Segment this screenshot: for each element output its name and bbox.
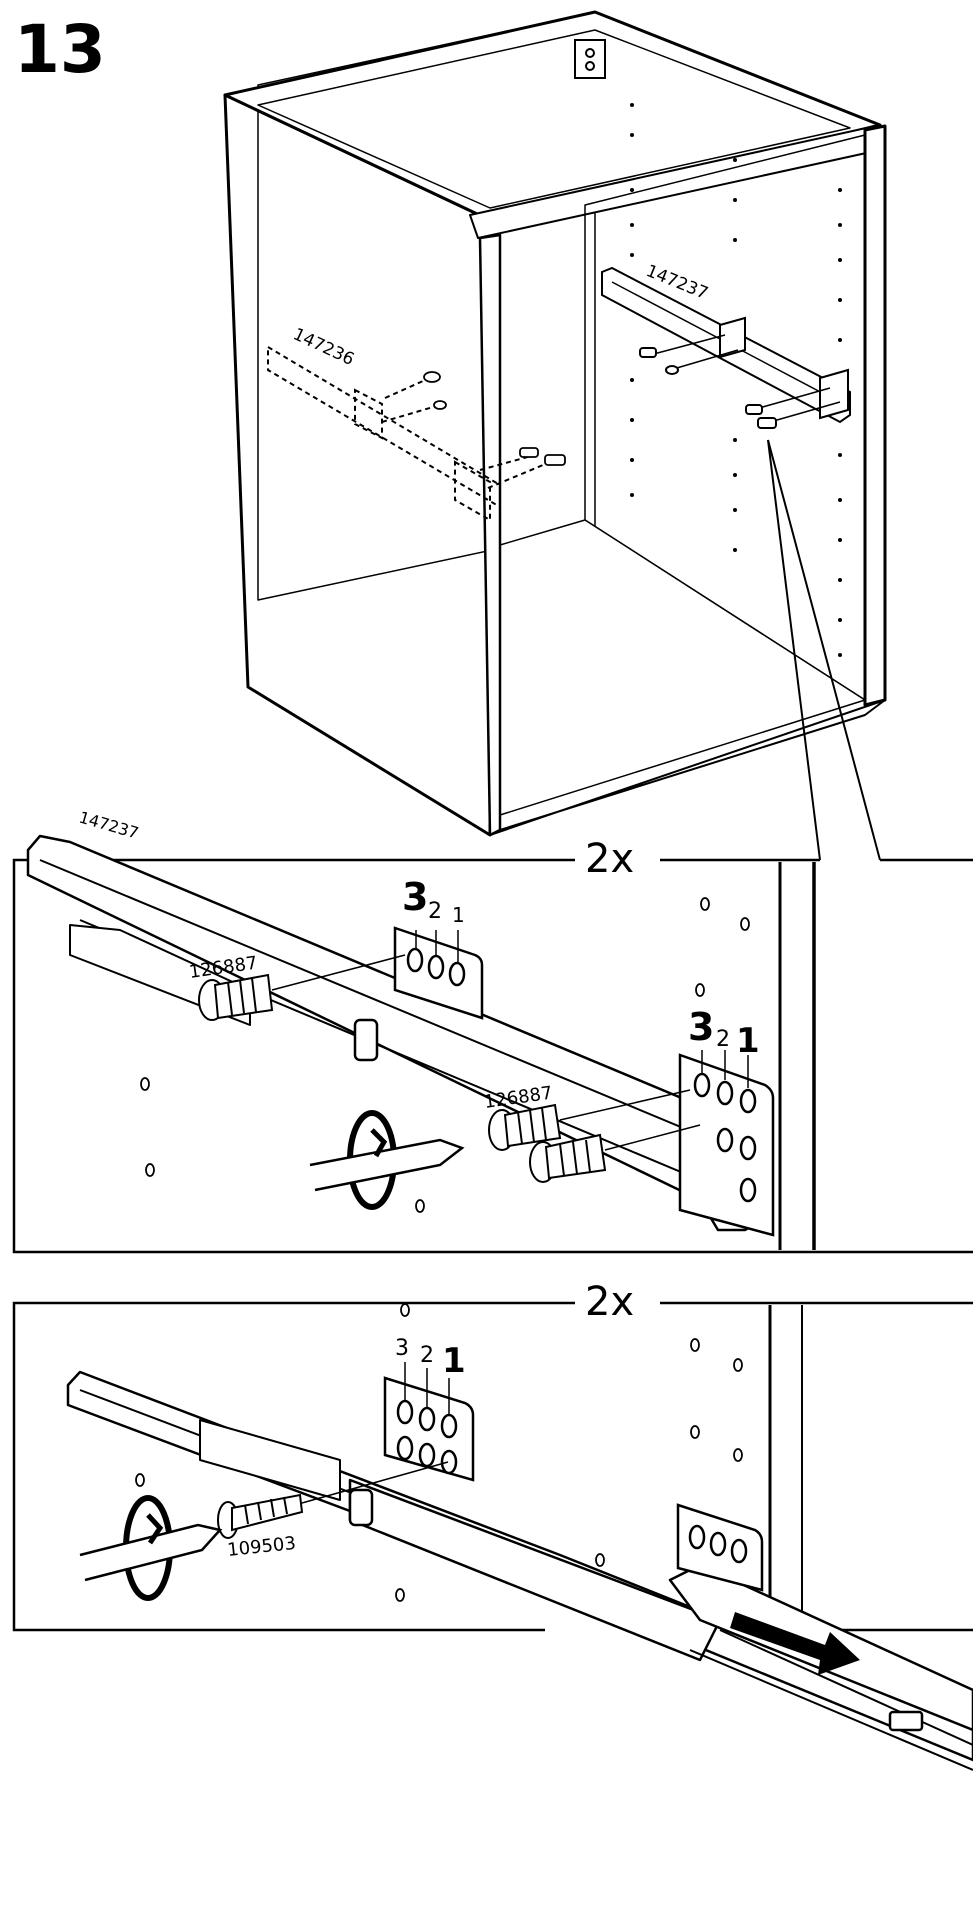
detail-1-wall [778,862,816,1250]
right-runner [601,266,851,429]
wood-screw [217,1461,449,1539]
detail-2-quantity: 2x [585,1279,634,1325]
detail-1-frame [12,858,973,1254]
detail-2-system-holes [135,1303,743,1602]
back-corner-bracket [574,39,606,79]
detail-2-screwdriver [79,1495,223,1601]
cabinet-left-panel [223,93,492,837]
bracket-hole-2: 2 [420,1343,434,1368]
detail-2-wall [768,1305,803,1628]
detail-1-screwdriver [309,1110,465,1210]
front-hole-3: 3 [688,1005,714,1049]
detail-1-quantity: 2x [585,836,634,882]
detail-1-part-label: 147237 [77,808,141,843]
rear-hole-3: 3 [402,875,428,919]
detail-2-bracket[interactable] [383,1376,475,1482]
rear-hole-1: 1 [452,903,465,927]
front-hole-2: 2 [716,1027,730,1052]
front-hole-1: 1 [736,1021,760,1061]
pull-out-arrow [730,1612,860,1675]
bracket-hole-3: 3 [395,1336,409,1361]
cabinet-illustration [223,10,887,837]
euro-screw-lower [529,1124,701,1183]
cabinet-bottom-panel [499,519,866,816]
bracket-hole-1: 1 [442,1341,466,1381]
detail-1-rear-bracket[interactable] [393,926,484,1020]
step-number: 13 [14,11,106,88]
euro-screw-upper [198,954,406,1021]
euro-screw-middle [488,1089,691,1151]
left-runner-dashed [267,345,556,522]
detail-2-frame [12,1301,973,1632]
cabinet-right-panel [863,124,887,707]
wood-screw-label: 109503 [226,1533,297,1561]
detail-2-front-bracket [676,1503,764,1592]
detail-1-front-bracket[interactable] [678,1053,775,1237]
left-runner-screws [423,371,566,466]
detail-2-runner [66,1370,973,1771]
rear-hole-2: 2 [428,899,442,924]
zoom-callout-lines [767,439,881,861]
